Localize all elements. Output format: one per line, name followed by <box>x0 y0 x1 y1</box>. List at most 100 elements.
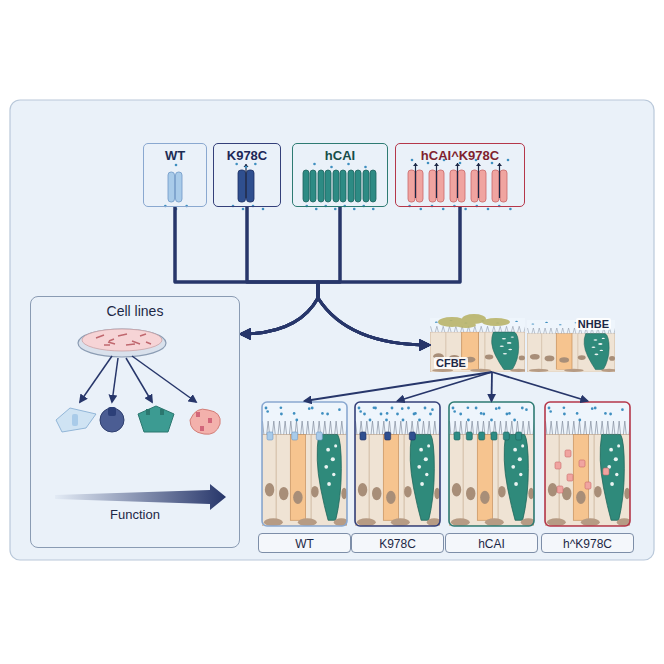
channel <box>500 170 507 202</box>
variant-box: WT <box>143 143 207 207</box>
flow-arrow <box>491 372 493 401</box>
tissue-frame <box>262 402 347 526</box>
flow-arrow <box>492 372 588 401</box>
ion <box>464 208 467 211</box>
ion <box>391 407 394 410</box>
node-label: K978C <box>214 148 280 163</box>
node-label: WT <box>144 148 206 163</box>
flux-head <box>497 163 502 166</box>
ion <box>280 413 283 416</box>
channel <box>491 432 497 440</box>
flux-arrow <box>415 163 416 198</box>
epithelium <box>262 402 349 526</box>
ion <box>459 413 462 416</box>
channel <box>466 432 472 440</box>
ion <box>548 407 551 410</box>
flux-head <box>434 163 439 166</box>
ion <box>482 413 485 416</box>
epithelium <box>355 402 442 526</box>
epithelium <box>545 402 632 526</box>
flow-arrow <box>241 207 340 334</box>
flow-arrow <box>305 372 493 401</box>
ion <box>372 208 375 211</box>
ion <box>509 208 512 211</box>
node-label: h^K978C <box>541 533 634 553</box>
mislocalized-channel <box>603 468 609 475</box>
ion <box>369 419 372 422</box>
channel <box>370 170 376 202</box>
ion <box>407 407 410 410</box>
ion <box>175 164 178 167</box>
channel <box>292 432 298 440</box>
channel <box>385 432 391 440</box>
channel <box>310 170 316 202</box>
ion <box>413 413 416 416</box>
tissue-result: h^K978C <box>541 402 634 553</box>
channel <box>238 170 246 202</box>
flux-arrow <box>499 163 500 198</box>
ion <box>347 163 350 166</box>
ion <box>295 419 298 422</box>
ion <box>396 413 399 416</box>
variant-box: hCAI <box>292 143 388 207</box>
channel <box>437 170 444 202</box>
flow-arrow <box>318 207 460 345</box>
channel <box>429 170 436 202</box>
ion <box>513 419 516 422</box>
ion <box>326 413 329 416</box>
epithelium <box>449 402 536 526</box>
channel <box>471 170 478 202</box>
flow-arrow <box>175 207 429 345</box>
node-label: NHBE <box>576 318 611 330</box>
ion <box>563 413 566 416</box>
ion <box>418 419 421 422</box>
ion <box>313 163 316 166</box>
channel <box>247 170 255 202</box>
tissue-result: K978C <box>351 402 444 553</box>
ion <box>424 407 427 410</box>
node-label: hCAI <box>293 148 387 163</box>
channel <box>363 170 369 202</box>
ion <box>609 413 612 416</box>
channel <box>340 170 346 202</box>
channel <box>303 170 309 202</box>
channel <box>348 170 354 202</box>
flux-head <box>413 163 418 166</box>
channel <box>416 170 423 202</box>
channel <box>267 432 273 440</box>
ion <box>411 159 414 162</box>
tissue-result: WT <box>258 402 351 553</box>
ion <box>442 208 445 211</box>
mislocalized-channel <box>565 450 571 457</box>
tissue-frame <box>355 402 440 526</box>
flow-arrow <box>398 372 493 401</box>
flow-arrow <box>247 207 429 345</box>
channel <box>503 432 509 440</box>
mislocalized-channel <box>579 460 585 467</box>
channel <box>355 170 361 202</box>
node-label: K978C <box>351 533 444 553</box>
channel <box>168 172 175 202</box>
ion <box>490 419 493 422</box>
node-label: hCAI <box>445 533 538 553</box>
ion <box>265 407 268 410</box>
channel <box>492 170 499 202</box>
ion <box>358 407 361 410</box>
channel <box>450 170 457 202</box>
flux-arrow <box>245 164 246 198</box>
ion <box>353 208 356 211</box>
node-label: CFBE <box>434 357 468 369</box>
channel <box>325 170 331 202</box>
node-label: hCAI^K978C <box>396 148 524 163</box>
ion <box>420 208 423 211</box>
flux-head <box>476 163 481 166</box>
ion <box>506 413 509 416</box>
variant-box: K978C <box>213 143 281 207</box>
ion <box>498 407 501 410</box>
ion <box>507 159 510 162</box>
channel <box>333 170 339 202</box>
channel <box>458 170 465 202</box>
ion <box>380 413 383 416</box>
